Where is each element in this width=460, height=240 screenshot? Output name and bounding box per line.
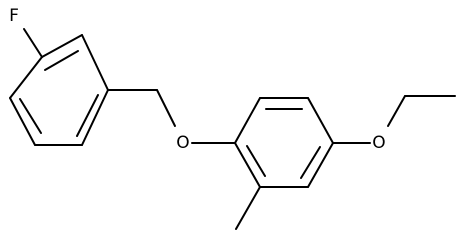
aromatic-bond <box>76 94 99 137</box>
central-ring <box>234 97 334 188</box>
ethoxy-bonds <box>332 95 456 144</box>
molecule-structure-diagram: F O O <box>9 6 456 230</box>
bond <box>307 142 334 188</box>
bond <box>234 97 261 144</box>
bond <box>307 97 334 144</box>
methyl-bond <box>235 186 261 230</box>
benzyl-linkage <box>107 89 236 144</box>
bond <box>235 186 261 230</box>
fluoro-bond <box>23 28 43 58</box>
aromatic-bond <box>246 145 266 177</box>
bond <box>156 89 176 127</box>
bond <box>9 97 36 146</box>
fluorine-label: F <box>9 6 19 26</box>
aromatic-bond <box>300 146 321 179</box>
bond <box>81 34 109 91</box>
bond <box>81 89 109 146</box>
bond <box>234 142 261 188</box>
fluorophenyl-ring <box>9 34 109 146</box>
oxygen-label-ethoxy: O <box>372 133 385 153</box>
bond <box>9 56 43 99</box>
aromatic-bond <box>19 98 42 134</box>
aromatic-bond <box>44 50 79 71</box>
bond <box>387 95 406 127</box>
bond <box>41 34 83 58</box>
oxygen-label-benzyl: O <box>176 133 189 153</box>
bond <box>23 28 43 58</box>
